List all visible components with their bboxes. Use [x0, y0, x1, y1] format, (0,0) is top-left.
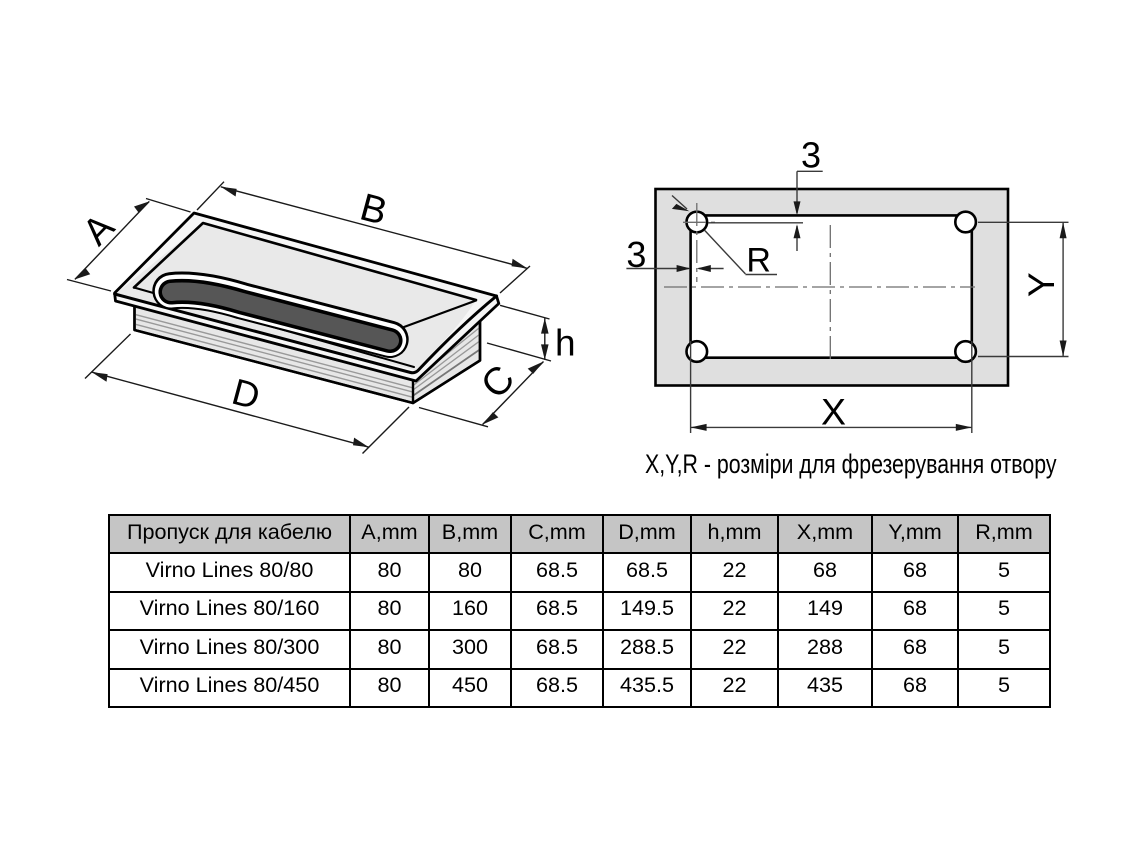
svg-text:X: X: [821, 391, 846, 433]
svg-text:3: 3: [801, 134, 821, 175]
svg-text:Y: Y: [1021, 272, 1062, 297]
svg-text:D: D: [228, 371, 264, 418]
svg-text:A: A: [75, 206, 123, 254]
svg-text:h: h: [555, 322, 576, 363]
svg-text:B: B: [356, 186, 392, 234]
svg-text:C: C: [473, 357, 523, 407]
svg-text:3: 3: [626, 234, 646, 275]
svg-text:R: R: [746, 242, 771, 280]
